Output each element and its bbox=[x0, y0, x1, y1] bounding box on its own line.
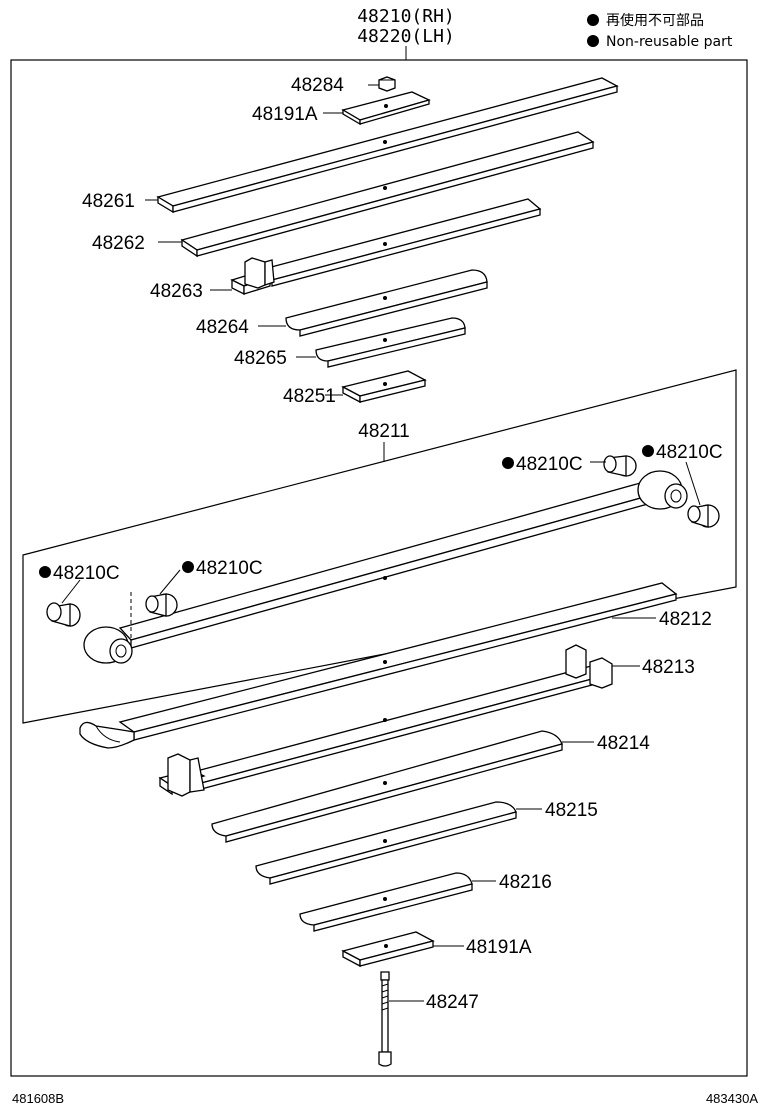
footer-right-code: 483430A bbox=[706, 1091, 758, 1106]
part-48211-main-leaf bbox=[83, 470, 688, 664]
part-48263-clip-leaf bbox=[230, 198, 542, 296]
label-48210C-3: 48210C bbox=[516, 454, 583, 475]
label-48191A-bottom: 48191A bbox=[466, 937, 532, 958]
label-48284: 48284 bbox=[291, 75, 344, 96]
part-48265-leaf bbox=[315, 317, 466, 368]
label-48264: 48264 bbox=[196, 317, 249, 338]
label-48213: 48213 bbox=[642, 657, 695, 678]
legend-bullet-icon bbox=[587, 14, 599, 26]
label-48210C-1: 48210C bbox=[53, 563, 120, 584]
part-48215-leaf bbox=[255, 801, 517, 885]
label-48211: 48211 bbox=[358, 421, 409, 442]
label-48215: 48215 bbox=[545, 800, 598, 821]
part-48213-clip-leaf bbox=[158, 644, 613, 797]
non-reusable-bullet-icon bbox=[642, 445, 654, 457]
label-48261: 48261 bbox=[82, 191, 135, 212]
label-48191A-top: 48191A bbox=[252, 104, 318, 125]
part-48210C-bushing bbox=[603, 455, 637, 477]
part-48264-leaf bbox=[285, 269, 488, 337]
part-48210C-bushing bbox=[145, 593, 178, 617]
part-48247-center-bolt bbox=[378, 971, 392, 1067]
part-48261-leaf bbox=[156, 77, 619, 214]
label-48214: 48214 bbox=[597, 733, 650, 754]
footer-left-code: 481608B bbox=[12, 1091, 64, 1106]
label-48263: 48263 bbox=[150, 281, 203, 302]
legend-jp-text: 再使用不可部品 bbox=[606, 12, 704, 29]
part-48284-nut bbox=[378, 76, 396, 92]
part-48210C-bushing bbox=[46, 602, 81, 627]
part-48191A-top-plate bbox=[341, 91, 431, 126]
label-48210C-4: 48210C bbox=[656, 442, 723, 463]
label-48247: 48247 bbox=[426, 992, 479, 1013]
label-48265: 48265 bbox=[234, 348, 287, 369]
assembly-lh-label: 48220(LH) bbox=[357, 26, 455, 47]
non-reusable-bullet-icon bbox=[182, 561, 194, 573]
outer-frame bbox=[10, 59, 748, 1077]
label-48262: 48262 bbox=[92, 233, 145, 254]
label-48251: 48251 bbox=[283, 386, 336, 407]
part-48210C-bushing bbox=[687, 504, 720, 528]
legend-bullet-icon bbox=[587, 35, 599, 47]
part-48251-plate bbox=[341, 370, 427, 404]
subassembly-48211-frame bbox=[22, 369, 737, 724]
part-48212-leaf bbox=[79, 582, 678, 749]
part-48262-leaf bbox=[180, 131, 595, 258]
label-48216: 48216 bbox=[499, 872, 552, 893]
part-48214-leaf bbox=[211, 730, 563, 843]
label-48212: 48212 bbox=[659, 609, 712, 630]
part-48216-leaf bbox=[299, 872, 473, 932]
assembly-rh-label: 48210(RH) bbox=[357, 6, 455, 27]
non-reusable-bullet-icon bbox=[39, 566, 51, 578]
legend-en-text: Non-reusable part bbox=[606, 34, 733, 50]
label-48210C-2: 48210C bbox=[196, 558, 263, 579]
part-48191A-bottom-plate bbox=[341, 931, 435, 968]
non-reusable-bullet-icon bbox=[502, 457, 514, 469]
